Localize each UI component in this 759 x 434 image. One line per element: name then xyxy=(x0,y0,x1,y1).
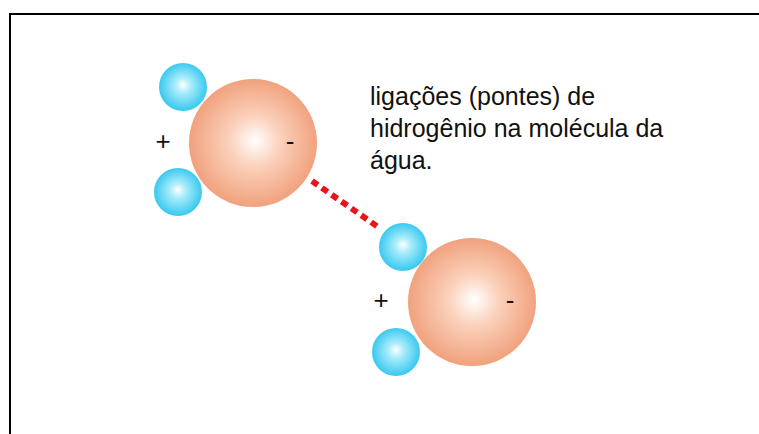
hydrogen-atom xyxy=(372,328,420,376)
oxygen-atom: - xyxy=(408,238,536,366)
oxygen-circle xyxy=(408,238,536,366)
oxygen-atom: - xyxy=(189,79,317,207)
description-text: ligações (pontes) de hidrogênio na moléc… xyxy=(370,80,715,176)
charge-sign: + xyxy=(373,287,388,313)
hydrogen-atom xyxy=(159,63,207,111)
charge-sign: - xyxy=(506,287,515,313)
oxygen-circle xyxy=(189,79,317,207)
charge-sign: + xyxy=(155,128,170,154)
hydrogen-atom xyxy=(154,168,202,216)
hydrogen-bond xyxy=(312,181,381,229)
frame xyxy=(10,14,759,434)
charge-sign: - xyxy=(286,128,295,154)
oxygen-shape xyxy=(189,79,317,207)
hydrogen-atom xyxy=(379,223,427,271)
oxygen-shape xyxy=(408,238,536,366)
